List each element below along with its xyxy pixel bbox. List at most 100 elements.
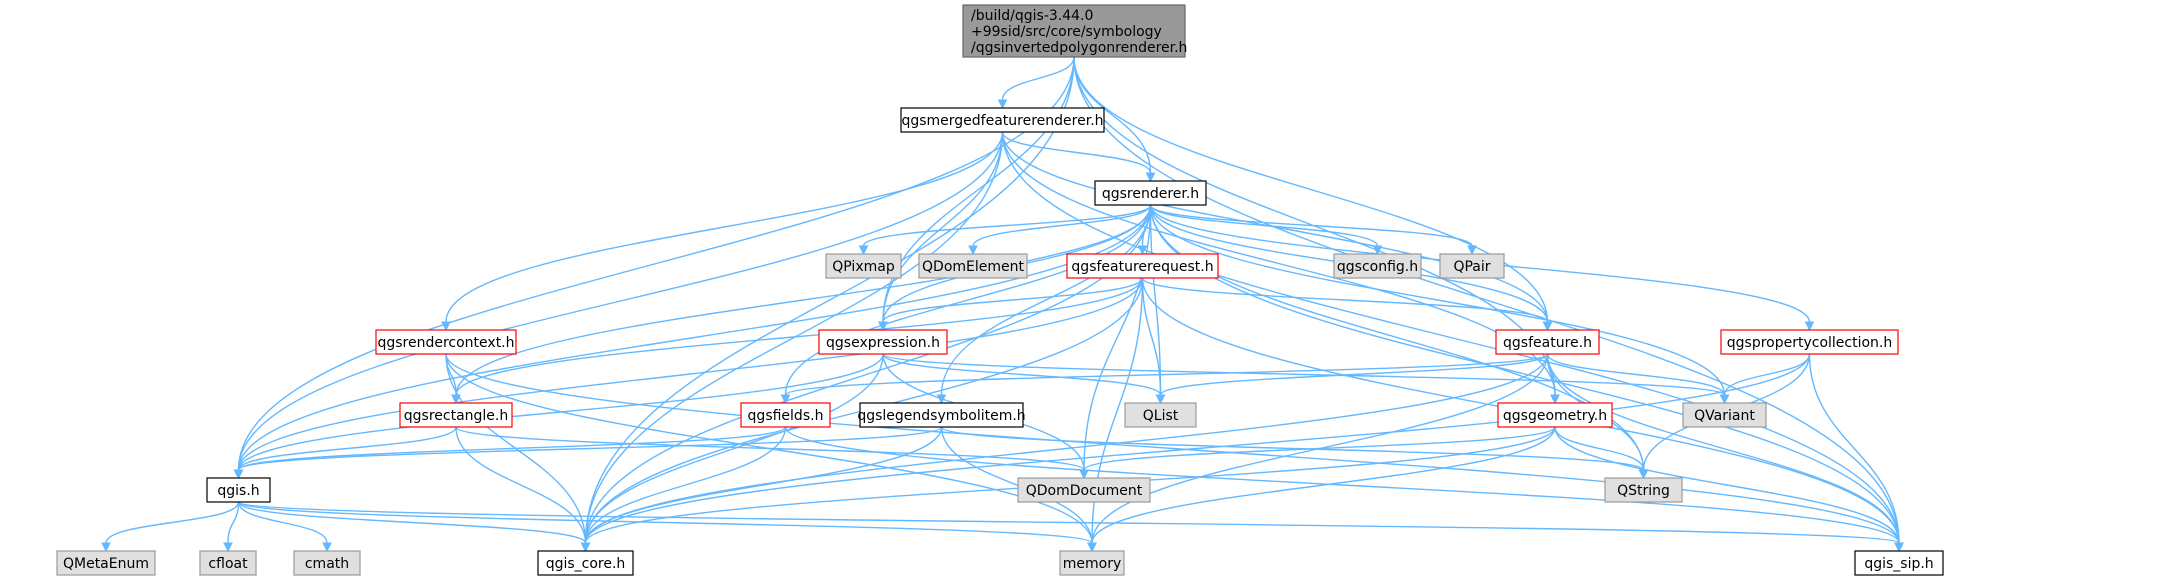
- node-label: QVariant: [1694, 408, 1755, 424]
- node-config: qgsconfig.h: [1333, 253, 1422, 279]
- edge-propertycollection-to-qvariant: [1723, 353, 1811, 396]
- node-merged[interactable]: qgsmergedfeaturerenderer.h: [900, 107, 1105, 133]
- node-fields[interactable]: qgsfields.h: [740, 402, 831, 428]
- node-box: [818, 329, 948, 355]
- node-box: [199, 550, 257, 576]
- edge-merged-to-qgis: [237, 131, 1004, 471]
- node-box: [740, 402, 831, 428]
- node-label: QList: [1143, 408, 1179, 424]
- edge-arrowhead: [968, 245, 978, 256]
- edge-root-to-feature: [1073, 56, 1549, 323]
- node-label: qgsfeaturerequest.h: [1071, 259, 1213, 275]
- edge-rectangle-to-qgis_core: [455, 426, 587, 544]
- edge-rendercontext-to-qgis_sip: [445, 353, 1900, 544]
- edge-qgis-to-memory: [237, 501, 1093, 544]
- node-label: qgsfeature.h: [1503, 335, 1592, 351]
- edge-expression-to-qvariant: [882, 353, 1726, 396]
- node-renderer[interactable]: qgsrenderer.h: [1094, 180, 1207, 206]
- edge-rectangle-to-qdomdocument: [455, 426, 1085, 471]
- node-label: /build/qgis-3.44.0: [971, 8, 1093, 24]
- edge-arrowhead: [223, 542, 233, 553]
- edge-merged-to-expression: [882, 131, 1004, 323]
- file-nodes: /build/qgis-3.44.0+99sid/src/core/symbol…: [56, 4, 1944, 576]
- edge-renderer-to-qgis: [237, 204, 1152, 471]
- node-box: [1495, 329, 1600, 355]
- edge-qgis-to-cfloat: [227, 501, 240, 544]
- node-label: QPixmap: [832, 259, 895, 275]
- node-label: qgsgeometry.h: [1503, 408, 1607, 424]
- edge-qgis-to-qgis_core: [237, 501, 587, 544]
- node-label: +99sid/src/core/symbology: [971, 24, 1162, 40]
- node-rectangle[interactable]: qgsrectangle.h: [399, 402, 513, 428]
- node-box: [1682, 402, 1767, 428]
- edge-arrowhead: [1087, 542, 1097, 553]
- node-featurerequest[interactable]: qgsfeaturerequest.h: [1066, 253, 1219, 279]
- node-legendsymbolitem[interactable]: qgslegendsymbolitem.h: [857, 402, 1026, 428]
- node-box: [859, 402, 1024, 428]
- edge-arrowhead: [858, 245, 869, 256]
- node-box: [1124, 402, 1197, 428]
- edge-renderer-to-config: [1149, 204, 1379, 247]
- edge-fields-to-qgis: [237, 426, 787, 471]
- edge-legendsymbolitem-to-qgis_core: [584, 426, 943, 544]
- edge-arrowhead: [441, 321, 451, 332]
- edge-propertycollection-to-qgis_core: [584, 353, 1811, 544]
- node-label: qgsfields.h: [748, 408, 824, 424]
- node-box: [1059, 550, 1125, 576]
- node-box: [56, 550, 156, 576]
- node-box: [1066, 253, 1219, 279]
- node-expression[interactable]: qgsexpression.h: [818, 329, 948, 355]
- node-qgis[interactable]: qgis.h: [206, 477, 271, 503]
- node-box: [293, 550, 361, 576]
- edge-arrowhead: [101, 542, 111, 553]
- node-label: cfloat: [208, 556, 248, 572]
- node-box: [1720, 329, 1899, 355]
- edge-arrowhead: [322, 542, 332, 553]
- node-geometry[interactable]: qgsgeometry.h: [1497, 402, 1613, 428]
- edge-arrowhead: [1894, 542, 1904, 553]
- node-label: qgsrectangle.h: [404, 408, 508, 424]
- edge-fields-to-qgis_sip: [784, 426, 1900, 544]
- edge-arrowhead: [878, 321, 888, 332]
- node-label: qgis_core.h: [546, 556, 626, 572]
- node-qgis_core[interactable]: qgis_core.h: [537, 550, 634, 576]
- node-qpixmap: QPixmap: [825, 253, 902, 279]
- edge-featurerequest-to-feature: [1141, 277, 1549, 323]
- node-label: QString: [1617, 483, 1670, 499]
- node-box: [962, 4, 1186, 58]
- node-rendercontext[interactable]: qgsrendercontext.h: [375, 329, 517, 355]
- edge-arrowhead: [1079, 469, 1089, 480]
- edge-featurerequest-to-rectangle: [455, 277, 1144, 396]
- edge-featurerequest-to-expression: [882, 277, 1144, 323]
- node-qdomelement: QDomElement: [918, 253, 1028, 279]
- edge-arrowhead: [1804, 321, 1815, 332]
- edge-arrowhead: [997, 99, 1008, 110]
- edge-propertycollection-to-qgis_sip: [1808, 353, 1900, 544]
- node-label: QMetaEnum: [63, 556, 149, 572]
- edge-merged-to-rendercontext: [445, 131, 1004, 323]
- edge-feature-to-qlist: [1159, 353, 1549, 396]
- node-propertycollection[interactable]: qgspropertycollection.h: [1720, 329, 1899, 355]
- node-label: /qgsinvertedpolygonrenderer.h: [971, 40, 1187, 56]
- edge-legendsymbolitem-to-memory: [940, 426, 1093, 544]
- edge-arrowhead: [1372, 245, 1383, 256]
- node-feature[interactable]: qgsfeature.h: [1495, 329, 1600, 355]
- node-box: [1017, 477, 1151, 503]
- node-qgis_sip[interactable]: qgis_sip.h: [1854, 550, 1944, 576]
- node-qvariant: QVariant: [1682, 402, 1767, 428]
- edge-featurerequest-to-qlist: [1141, 277, 1162, 396]
- edge-root-to-qgis_core: [584, 56, 1075, 544]
- edge-arrowhead: [1719, 394, 1730, 405]
- node-cmath: cmath: [293, 550, 361, 576]
- edge-renderer-to-qpair: [1149, 204, 1473, 247]
- edge-featurerequest-to-qgis: [237, 277, 1144, 471]
- node-root[interactable]: /build/qgis-3.44.0+99sid/src/core/symbol…: [962, 4, 1187, 58]
- node-box: [1094, 180, 1207, 206]
- edge-root-to-merged: [1001, 56, 1075, 101]
- edge-geometry-to-qgis_sip: [1554, 426, 1900, 544]
- node-qstring: QString: [1604, 477, 1683, 503]
- node-box: [1333, 253, 1422, 279]
- node-label: QDomDocument: [1026, 483, 1143, 499]
- node-box: [1604, 477, 1683, 503]
- edge-renderer-to-qdomdocument: [1083, 204, 1152, 471]
